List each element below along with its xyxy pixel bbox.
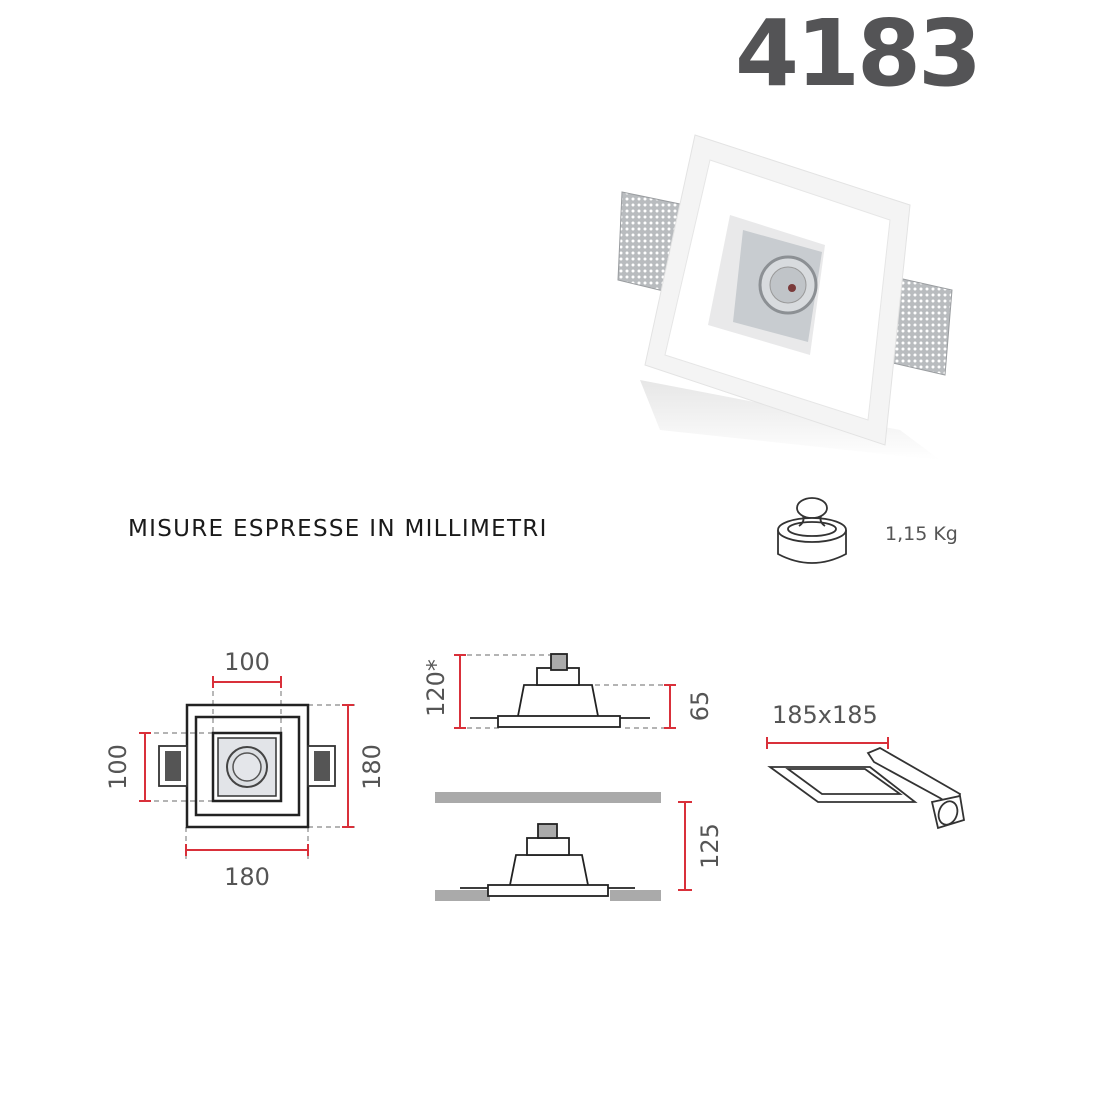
side-body-height: 65 [686,691,714,722]
front-inner-height: 100 [104,744,132,790]
product-photo [617,134,953,460]
front-outer-width: 180 [224,863,270,891]
side-total-height: 120* [422,659,450,717]
cutout-size: 185x185 [772,701,878,729]
measure-note: MISURE ESPRESSE IN MILLIMETRI [128,516,548,542]
front-outer-height: 180 [358,744,386,790]
front-view-drawing: 100 100 180 180 [104,648,386,891]
installed-view-drawing: 125 [435,792,724,901]
weight-icon [777,497,847,564]
installed-recess-depth: 125 [696,823,724,869]
product-code: 4183 [735,0,982,107]
weight-value: 1,15 Kg [885,523,958,545]
front-inner-width: 100 [224,648,270,676]
side-view-drawing: 120* 65 [422,653,714,729]
cutout-view-drawing: 185x185 [766,701,966,830]
